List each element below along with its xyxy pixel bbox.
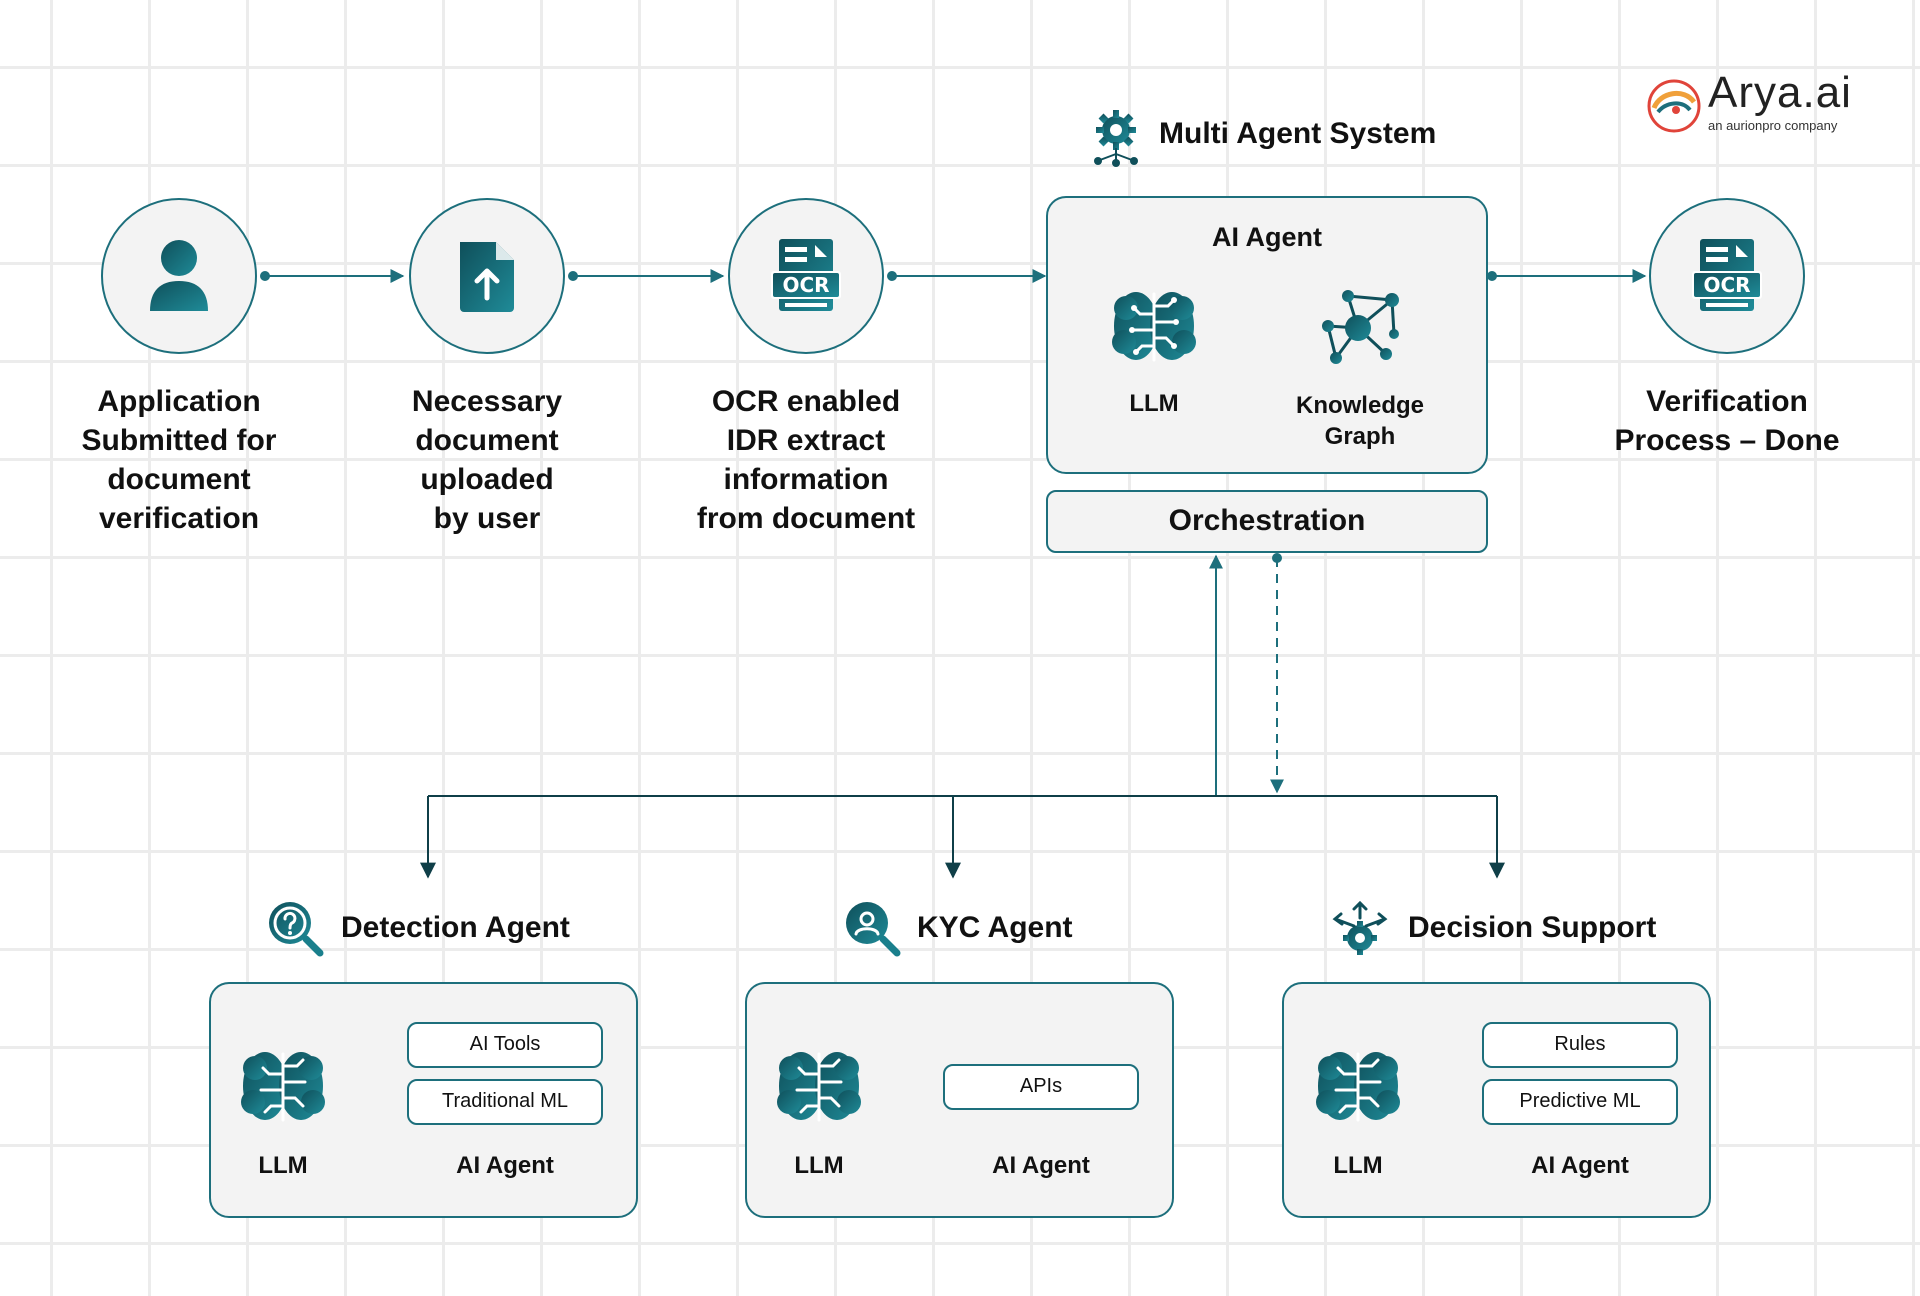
agent-llm-label: LLM [258, 1152, 308, 1179]
mas-ai-agent-box: AI Agent LLM Knowledge Graph [1046, 196, 1488, 474]
document-upload-icon [460, 242, 514, 312]
agent-box-kyc: LLM APIs AI Agent [745, 982, 1174, 1218]
agent-ai-agent-label: AI Agent [1531, 1152, 1629, 1179]
step-circle-verification: OCR [1649, 198, 1805, 354]
knowledge-graph-icon [1322, 290, 1399, 364]
ocr-icon: OCR [1692, 239, 1762, 311]
brain-circuit-icon [777, 1052, 861, 1122]
user-icon [150, 240, 208, 311]
step-circle-ocr: OCR [728, 198, 884, 354]
svg-text:OCR: OCR [1703, 273, 1750, 297]
agent-box-detection: LLM AI Tools Traditional ML AI Agent [209, 982, 638, 1218]
agent-tool-pill: Predictive ML [1482, 1079, 1678, 1125]
magnifier-question-icon [269, 902, 324, 957]
brain-circuit-icon [241, 1052, 325, 1122]
mas-kg-label: Knowledge Graph [1295, 392, 1424, 450]
agent-tool-pill: Rules [1482, 1022, 1678, 1068]
mas-title: Multi Agent System [1159, 117, 1437, 150]
agent-tool-pill: AI Tools [407, 1022, 603, 1068]
mas-llm-label: LLM [1129, 390, 1179, 417]
gear-arrows-icon [1332, 900, 1388, 955]
step-circle-application [101, 198, 257, 354]
brain-circuit-icon [1316, 1052, 1400, 1122]
brand-name: Arya.ai [1708, 68, 1852, 117]
agent-tool-pill: APIs [943, 1064, 1139, 1110]
agent-tool-pill: Traditional ML [407, 1079, 603, 1125]
agent-box-decision: LLM Rules Predictive ML AI Agent [1282, 982, 1711, 1218]
step-label-verification: Verification Process – Done [1614, 385, 1840, 457]
arya-logo-icon [1647, 79, 1701, 133]
step-circle-upload [409, 198, 565, 354]
agent-title-decision: Decision Support [1408, 911, 1657, 944]
orchestration-label: Orchestration [1168, 504, 1366, 537]
brand-logo: Arya.ai an aurionpro company [1646, 68, 1851, 138]
agent-title-detection: Detection Agent [341, 911, 570, 944]
brand-tagline: an aurionpro company [1708, 118, 1838, 133]
network-gear-icon [1094, 110, 1138, 167]
ocr-icon: OCR [771, 239, 841, 311]
mas-box-title: AI Agent [1212, 222, 1322, 252]
agent-ai-agent-label: AI Agent [456, 1152, 554, 1179]
orchestration-bar: Orchestration [1046, 490, 1488, 553]
step-label-upload: Necessary document uploaded by user [411, 385, 563, 535]
step-label-application: Application Submitted for document verif… [81, 385, 277, 535]
agent-llm-label: LLM [1333, 1152, 1383, 1179]
svg-text:OCR: OCR [782, 273, 829, 297]
agent-llm-label: LLM [794, 1152, 844, 1179]
brain-circuit-icon [1112, 292, 1196, 362]
agent-title-kyc: KYC Agent [917, 911, 1073, 944]
step-label-ocr: OCR enabled IDR extract information from… [696, 385, 916, 535]
magnifier-user-icon [846, 902, 901, 957]
agent-ai-agent-label: AI Agent [992, 1152, 1090, 1179]
